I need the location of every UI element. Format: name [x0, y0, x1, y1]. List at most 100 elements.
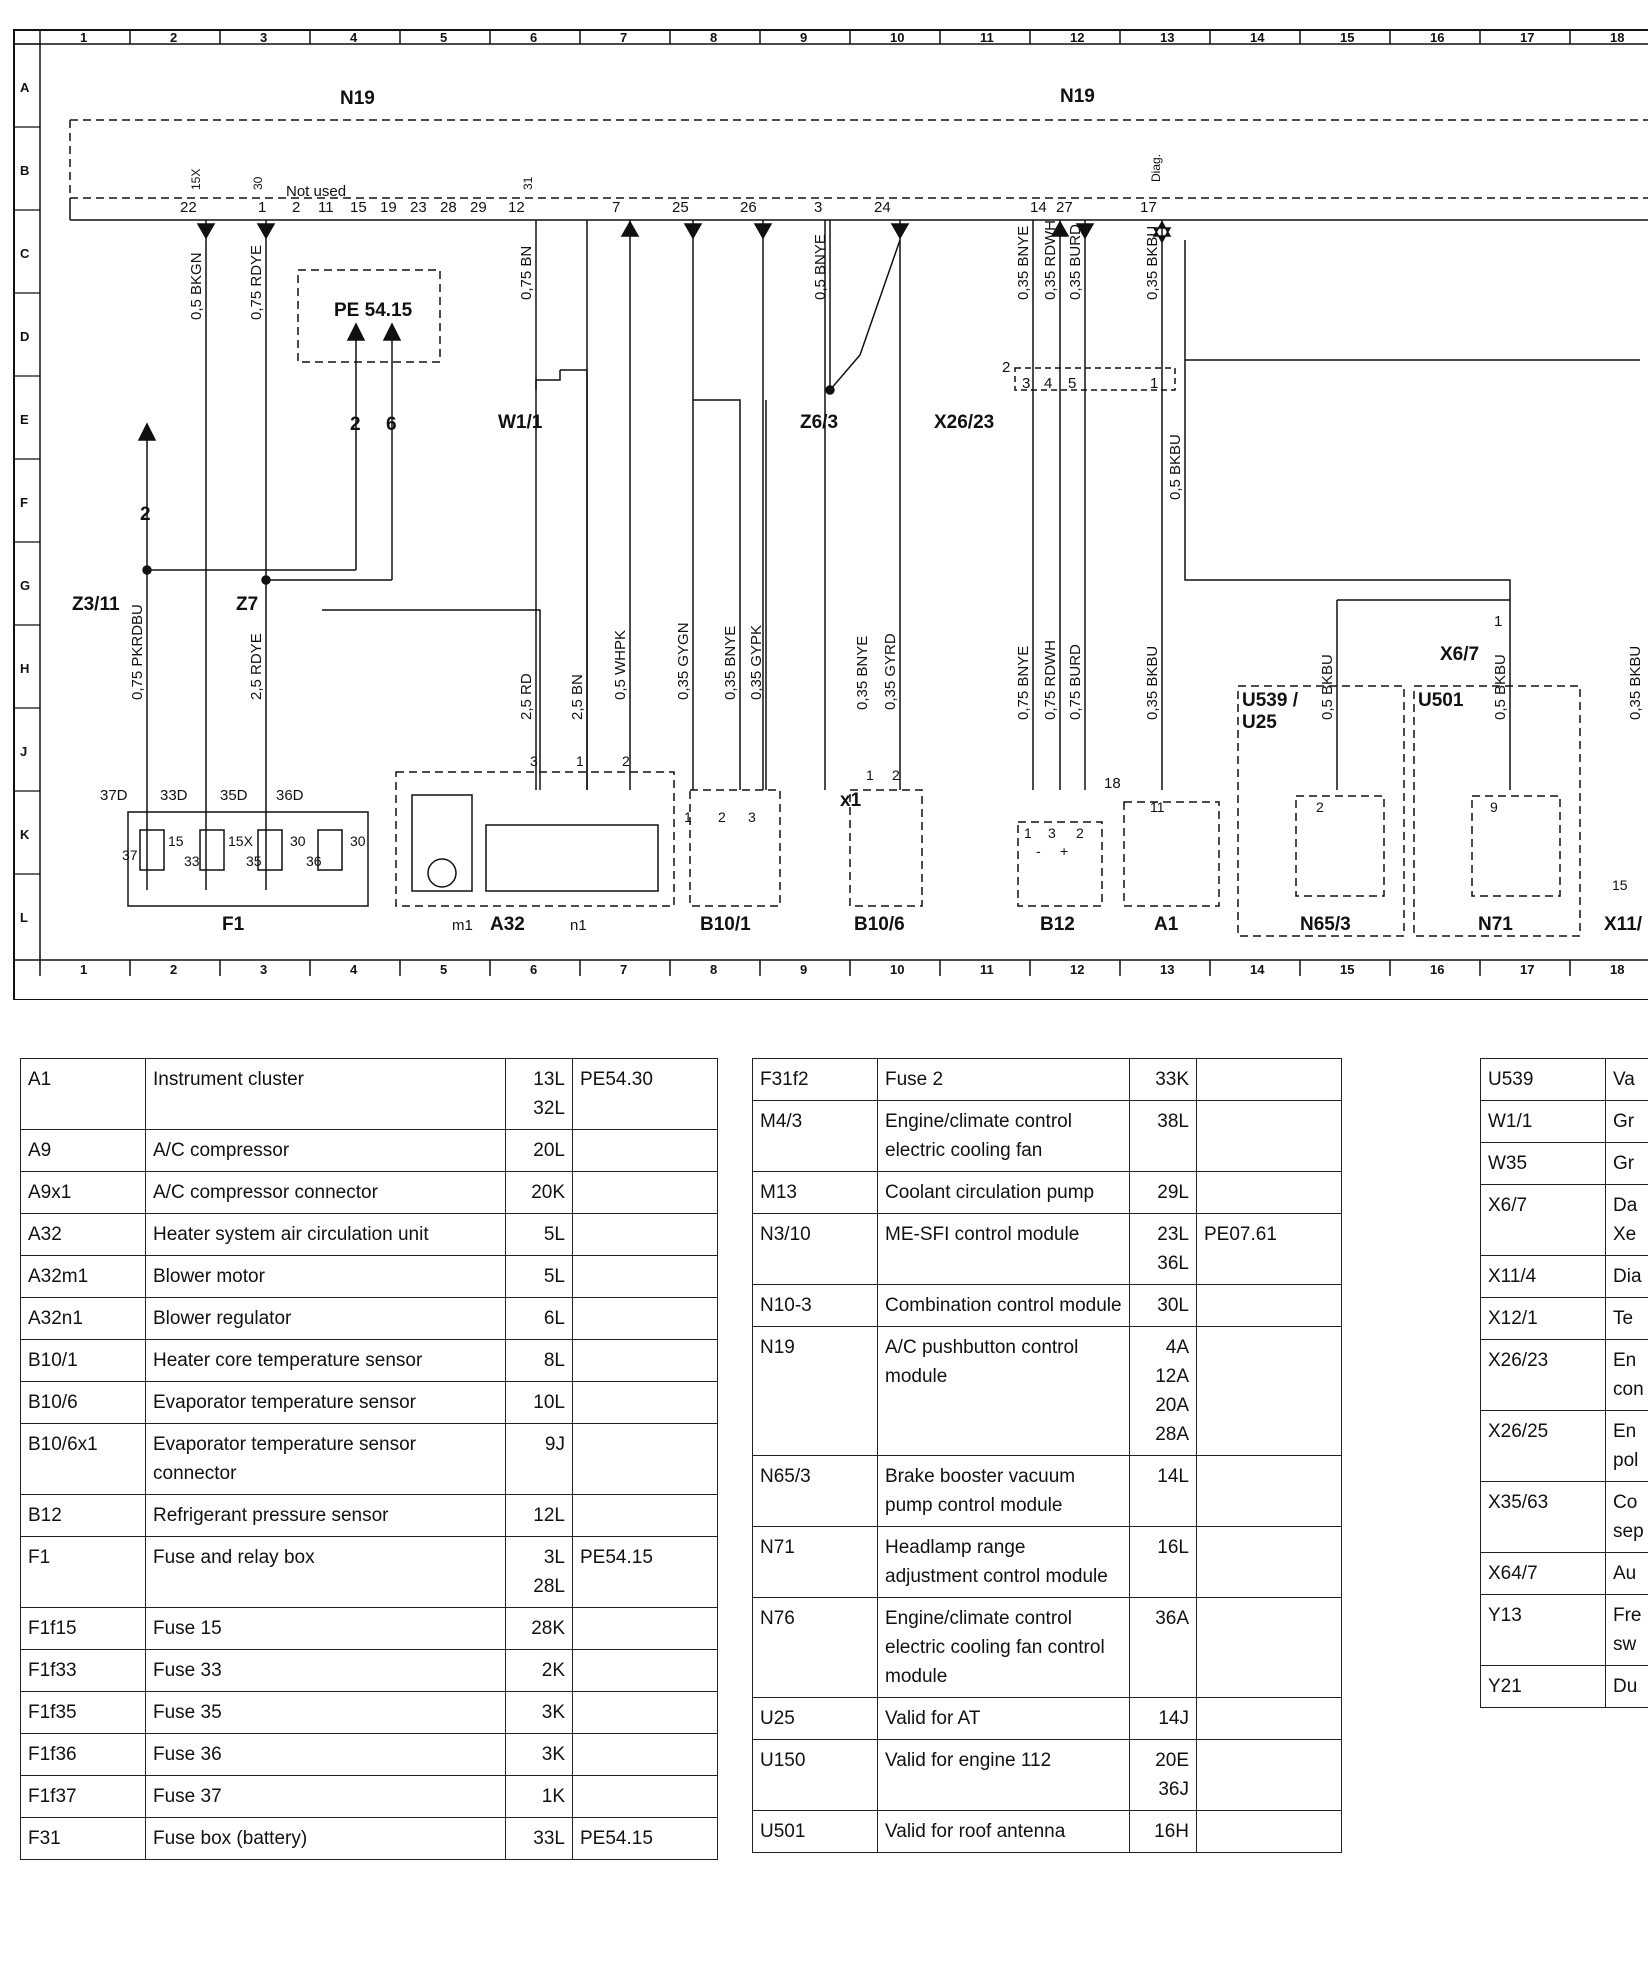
- component-code: A9x1: [20, 1171, 146, 1214]
- fuse-label: 30: [350, 833, 366, 849]
- n71-label: N71: [1478, 914, 1513, 935]
- grid-col-7: 7: [620, 30, 627, 45]
- component-code: M4/3: [752, 1100, 878, 1172]
- grid-location: 29L: [1129, 1171, 1197, 1214]
- n19-tag-t15x: 15X: [189, 169, 203, 190]
- component-description: Da Xe: [1605, 1184, 1648, 1256]
- fuse-label: 33: [184, 853, 200, 869]
- grid-col-6: 6: [530, 962, 537, 977]
- a32-label: A32: [490, 914, 525, 935]
- n19-label-left: N19: [340, 88, 375, 109]
- grid-row-G: G: [20, 578, 30, 593]
- component-description: Fuse 33: [145, 1649, 506, 1692]
- n19-module-outline: [69, 119, 1648, 199]
- grid-location: 38L: [1129, 1100, 1197, 1172]
- x11-label: X11/: [1604, 914, 1643, 935]
- grid-col-1: 1: [80, 962, 87, 977]
- u501-box: [1413, 685, 1581, 937]
- grid-col-4: 4: [350, 30, 358, 45]
- wire-label-w-bnye-b12: 0,75 BNYE: [1015, 646, 1032, 720]
- x26-23-connector: [1014, 367, 1176, 391]
- n19-pin-14: 14: [1030, 199, 1047, 216]
- node-x26-23: X26/23: [934, 412, 994, 433]
- x11-pin-15: 15: [1612, 877, 1628, 893]
- grid-location: 3K: [505, 1691, 573, 1734]
- grid-location: 14L: [1129, 1455, 1197, 1527]
- node-w1-1: W1/1: [498, 412, 543, 433]
- grid-col-11: 11: [980, 962, 994, 977]
- page-reference: [572, 1255, 718, 1298]
- a32-pin-2: 2: [622, 753, 630, 769]
- n19-pin-19: 19: [380, 199, 397, 216]
- page-reference: [1196, 1697, 1342, 1740]
- wire-label-w-bnye-b10: 0,35 BNYE: [722, 626, 739, 700]
- n19-pin-29: 29: [470, 199, 487, 216]
- grid-col-5: 5: [440, 962, 447, 977]
- grid-location: 12L: [505, 1494, 573, 1537]
- grid-col-12: 12: [1070, 962, 1084, 977]
- component-code: F1f36: [20, 1733, 146, 1776]
- ref-6: 6: [386, 414, 397, 435]
- n19-pin-11: 11: [318, 199, 334, 216]
- wire-label-w-rdwh-b12: 0,75 RDWH: [1042, 640, 1059, 720]
- wire-label-w-bkbu-05: 0,5 BKBU: [1167, 434, 1184, 500]
- b10-6-pin-1: 1: [866, 767, 874, 783]
- page-reference: [572, 1213, 718, 1256]
- component-description: Fre sw: [1605, 1594, 1648, 1666]
- grid-col-5: 5: [440, 30, 447, 45]
- component-description: A/C pushbutton control module: [877, 1326, 1130, 1456]
- grid-location: 2K: [505, 1649, 573, 1692]
- component-code: X6/7: [1480, 1184, 1606, 1256]
- component-description: Fuse 37: [145, 1775, 506, 1818]
- n19-tag-tdiag: Diag.: [1149, 154, 1163, 182]
- ref-2: 2: [350, 414, 361, 435]
- page-reference: [572, 1171, 718, 1214]
- component-code: Y13: [1480, 1594, 1606, 1666]
- page-reference: [572, 1339, 718, 1382]
- node-x6-7: X6/7: [1440, 644, 1479, 665]
- fuse-label: 15X: [228, 833, 254, 849]
- component-description: Fuse 36: [145, 1733, 506, 1776]
- fuse-label: 30: [290, 833, 306, 849]
- grid-col-13: 13: [1160, 30, 1174, 45]
- b10-1-pin-2: 2: [718, 809, 726, 825]
- page-reference: [1196, 1058, 1342, 1101]
- a32-m1-label: m1: [452, 917, 473, 934]
- component-description: Fuse 35: [145, 1691, 506, 1734]
- page-reference: [572, 1649, 718, 1692]
- page-reference: [572, 1494, 718, 1537]
- component-description: Refrigerant pressure sensor: [145, 1494, 506, 1537]
- page-reference: [1196, 1171, 1342, 1214]
- component-description: Instrument cluster: [145, 1058, 506, 1130]
- grid-col-17: 17: [1520, 962, 1534, 977]
- component-code: B10/1: [20, 1339, 146, 1382]
- grid-row-H: H: [20, 661, 29, 676]
- grid-col-15: 15: [1340, 962, 1354, 977]
- b10-6-box: [849, 789, 923, 907]
- grid-row-C: C: [20, 246, 30, 261]
- grid-location: 20E 36J: [1129, 1739, 1197, 1811]
- fuse-connector-36d: 36D: [276, 787, 304, 804]
- wire-label-w-rd-25: 2,5 RD: [518, 673, 535, 720]
- grid-col-10: 10: [890, 962, 904, 977]
- grid-row-E: E: [20, 412, 29, 427]
- component-description: Brake booster vacuum pump control module: [877, 1455, 1130, 1527]
- n19-pin-27: 27: [1056, 199, 1073, 216]
- wire-label-w-rdye: 0,75 RDYE: [248, 245, 265, 320]
- component-description: A/C compressor: [145, 1129, 506, 1172]
- page-reference: [572, 1297, 718, 1340]
- page-reference: [1196, 1597, 1342, 1698]
- component-code: U501: [752, 1810, 878, 1853]
